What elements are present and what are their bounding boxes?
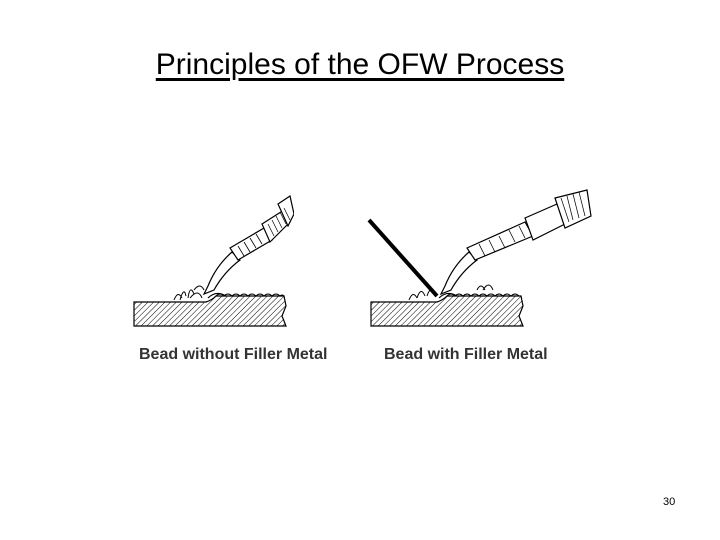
- caption-bead-without-filler: Bead without Filler Metal: [139, 346, 328, 363]
- caption-bead-with-filler: Bead with Filler Metal: [384, 346, 548, 363]
- torch-weld-with-filler-rod-illustration: [367, 189, 592, 327]
- welding-torch: [202, 195, 294, 296]
- workpiece-plate: [133, 292, 287, 327]
- welding-torch: [439, 189, 592, 296]
- slide-title: Principles of the OFW Process: [155, 48, 565, 81]
- weld-bead: [446, 293, 520, 297]
- filler-rod: [367, 218, 439, 298]
- workpiece-plate: [370, 292, 524, 327]
- flame-sparks: [173, 285, 205, 301]
- page-number: 30: [663, 496, 676, 508]
- weld-bead: [215, 293, 285, 297]
- torch-weld-no-filler-illustration: [133, 195, 294, 327]
